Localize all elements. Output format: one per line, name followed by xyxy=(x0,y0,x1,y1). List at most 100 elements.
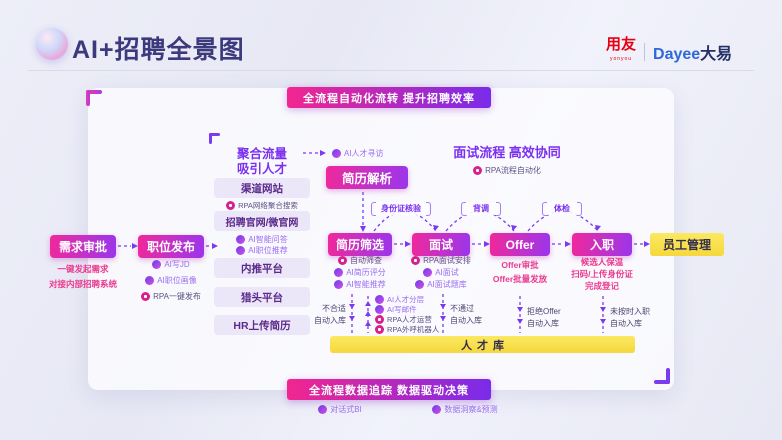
stage-demand-approval: 需求审批 xyxy=(50,235,116,258)
ai-icon xyxy=(332,149,341,158)
channel-item: 招聘官网/微官网 xyxy=(214,211,310,231)
posting-feature: AI写JD xyxy=(128,259,214,270)
feature-label: 对话式BI xyxy=(330,405,362,414)
onboarding-note: 候选人保温 xyxy=(580,257,624,267)
drop-label: 不通过 xyxy=(450,304,474,313)
ai-icon xyxy=(334,280,344,289)
logo-divider xyxy=(644,43,646,61)
channels-title-line2: 吸引人才 xyxy=(236,162,287,176)
channel-feature: RPA网络聚合搜索 xyxy=(206,200,318,211)
channel-feature: AI智能问答 xyxy=(206,234,318,245)
page-title: AI+招聘全景图 xyxy=(72,36,245,64)
ai-icon xyxy=(432,405,442,414)
ai-icon xyxy=(152,260,162,269)
channel-feature: AI职位推荐 xyxy=(206,245,318,256)
drop-label: 拒绝Offer xyxy=(527,307,561,316)
data-tracking-banner: 全流程数据追踪 数据驱动决策 xyxy=(287,379,491,400)
feature-label: RPA一键发布 xyxy=(153,292,201,301)
feature-label: AI面试 xyxy=(435,268,459,277)
interview-collab-feature: RPA流程自动化 xyxy=(442,165,572,176)
ai-icon xyxy=(423,268,433,277)
offer-note: Offer批量发放 xyxy=(492,274,548,284)
pool-activation-feature: AI写邮件 xyxy=(375,304,455,315)
ai-icon xyxy=(375,305,384,314)
feature-label: AI面试题库 xyxy=(427,280,467,289)
ai-icon xyxy=(334,268,344,277)
stage-resume-screening: 简历筛选 xyxy=(328,233,392,256)
interview-feature: AI面试题库 xyxy=(402,279,480,290)
ai-icon xyxy=(318,405,328,414)
feature-label: RPA流程自动化 xyxy=(485,166,541,175)
pool-activation-feature: RPA人才运营 xyxy=(375,314,455,325)
approval-note: 对接内部招聘系统 xyxy=(48,279,117,289)
channel-item: HR上传简历 xyxy=(214,315,310,335)
card-corner-decoration-br xyxy=(654,368,670,384)
header-divider xyxy=(28,70,754,71)
ai-orb-icon xyxy=(36,28,68,60)
rpa-icon xyxy=(473,166,483,175)
stage-interview: 面试 xyxy=(412,233,470,256)
drop-label: 自动入库 xyxy=(527,319,559,328)
onboarding-note: 扫码/上传身份证 xyxy=(571,269,633,279)
drop-label: 不合适 xyxy=(322,304,346,313)
feature-label: AI写邮件 xyxy=(387,305,417,314)
stage-job-posting: 职位发布 xyxy=(138,235,204,258)
screening-feature: AI简历评分 xyxy=(320,267,400,278)
channels-title-line1: 聚合流量 xyxy=(236,147,287,161)
channel-item: 渠道网站 xyxy=(214,178,310,198)
interview-feature: RPA面试安排 xyxy=(402,255,480,266)
feature-label: RPA人才运营 xyxy=(387,315,432,324)
onboarding-note: 完成登记 xyxy=(584,281,619,291)
drop-label: 自动入库 xyxy=(450,316,482,325)
rpa-icon xyxy=(411,256,421,265)
ai-icon xyxy=(236,246,246,255)
arc-label-medical-check: 体检 xyxy=(542,202,582,216)
feature-label: AI写JD xyxy=(164,260,190,269)
posting-feature: RPA一键发布 xyxy=(128,291,214,302)
ai-icon xyxy=(375,295,384,304)
screening-feature: 自动筛查 xyxy=(320,255,400,266)
interview-feature: AI面试 xyxy=(402,267,480,278)
rpa-icon xyxy=(338,256,347,265)
feature-label: AI人才寻访 xyxy=(344,149,384,158)
yonyou-logo-text: 用友 xyxy=(606,36,637,53)
ai-icon xyxy=(145,276,155,285)
feature-label: RPA外呼机器人 xyxy=(387,325,440,334)
channels-corner-decoration xyxy=(209,133,220,144)
posting-feature: AI职位画像 xyxy=(128,275,214,286)
feature-label: AI智能问答 xyxy=(248,235,288,244)
feature-label: AI智能推荐 xyxy=(346,280,386,289)
rpa-icon xyxy=(375,315,384,324)
channel-item: 猎头平台 xyxy=(214,287,310,307)
arc-label-background-check: 背调 xyxy=(461,202,501,216)
insight-feature: 对话式BI xyxy=(300,404,380,415)
rpa-icon xyxy=(141,292,151,301)
talent-pool-bar: 人才库 xyxy=(330,336,635,353)
dayee-logo: Dayee大易 xyxy=(653,40,732,64)
channel-item: 内推平台 xyxy=(214,258,310,278)
feature-label: AI简历评分 xyxy=(346,268,386,277)
yonyou-logo: 用友 yonyou xyxy=(606,36,637,66)
rpa-icon xyxy=(226,201,236,210)
feature-label: RPA面试安排 xyxy=(423,256,471,265)
card-corner-decoration-tl xyxy=(86,90,102,106)
feature-label: RPA网络聚合搜索 xyxy=(238,201,298,210)
ai-icon xyxy=(236,235,246,244)
arc-label-id-check: 身份证核验 xyxy=(371,202,431,216)
drop-label: 未按时入职 xyxy=(610,307,650,316)
dayee-logo-cn: 大易 xyxy=(700,46,733,63)
stage-employee-management: 员工管理 xyxy=(650,233,724,256)
feature-label: AI职位画像 xyxy=(157,276,197,285)
drop-label: 自动入库 xyxy=(314,316,346,325)
ai-icon xyxy=(415,280,425,289)
dayee-logo-en: Dayee xyxy=(653,46,701,63)
feature-label: AI职位推荐 xyxy=(248,246,288,255)
sourcing-feature: AI人才寻访 xyxy=(332,148,412,159)
drop-label: 自动入库 xyxy=(610,319,642,328)
insight-feature: 数据洞察&预测 xyxy=(410,404,520,415)
yonyou-logo-subtext: yonyou xyxy=(609,56,633,62)
brand-logos: 用友 yonyou Dayee大易 xyxy=(606,36,732,66)
pool-activation-feature: RPA外呼机器人 xyxy=(375,324,455,335)
stage-resume-parsing: 简历解析 xyxy=(326,166,408,189)
